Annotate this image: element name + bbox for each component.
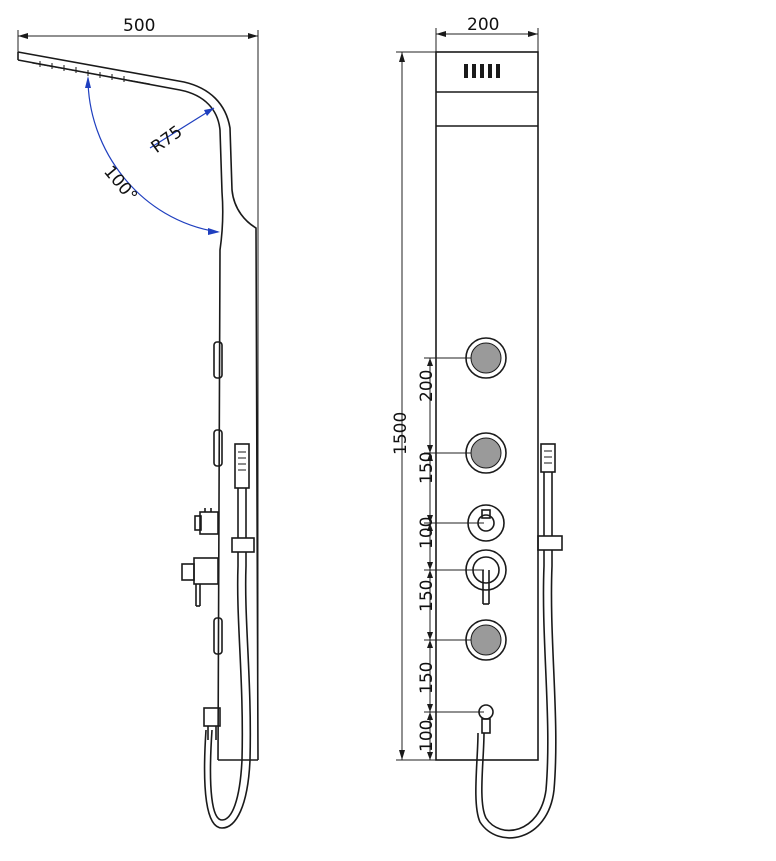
side-width-dimension: 500 — [17, 16, 259, 760]
radius-dimension: R75 — [148, 107, 215, 158]
side-hose — [203, 565, 252, 829]
angle-label: 100° — [99, 162, 141, 206]
side-view: 500 100° — [17, 16, 259, 829]
spacing-label-2: 150 — [417, 452, 437, 484]
front-width-dimension: 200 — [435, 15, 539, 52]
body-jet-bottom — [465, 619, 507, 661]
rain-head-slots — [464, 64, 500, 78]
front-height-label: 1500 — [391, 412, 411, 455]
diverter-lever — [465, 549, 507, 605]
spacing-label-6: 100 — [417, 720, 437, 752]
side-panel-outline — [17, 51, 259, 761]
body-jet-middle — [465, 432, 507, 474]
spacing-label-3: 100 — [417, 517, 437, 549]
side-diverter-valve — [181, 557, 219, 607]
side-hand-shower — [231, 443, 255, 566]
front-width-label: 200 — [467, 15, 499, 35]
spacing-label-4: 150 — [417, 580, 437, 612]
angle-dimension: 100° — [85, 76, 220, 235]
thermostat-knob — [467, 504, 505, 542]
front-view: 200 1500 — [391, 15, 563, 839]
spacing-dimension-chain: 200 150 100 150 150 100 — [417, 357, 484, 760]
front-hand-shower — [537, 443, 563, 566]
front-height-dimension: 1500 — [391, 51, 436, 761]
side-width-label: 500 — [123, 16, 155, 36]
front-hose — [475, 565, 557, 839]
spacing-label-1: 200 — [417, 370, 437, 402]
side-jets — [213, 341, 223, 655]
body-jet-top — [465, 337, 507, 379]
hose-connector — [478, 704, 494, 734]
front-panel-outline — [435, 51, 539, 761]
radius-label: R75 — [148, 122, 187, 158]
spacing-label-5: 150 — [417, 662, 437, 694]
rain-head-nozzles — [31, 61, 151, 85]
side-thermostat-valve — [194, 508, 219, 535]
